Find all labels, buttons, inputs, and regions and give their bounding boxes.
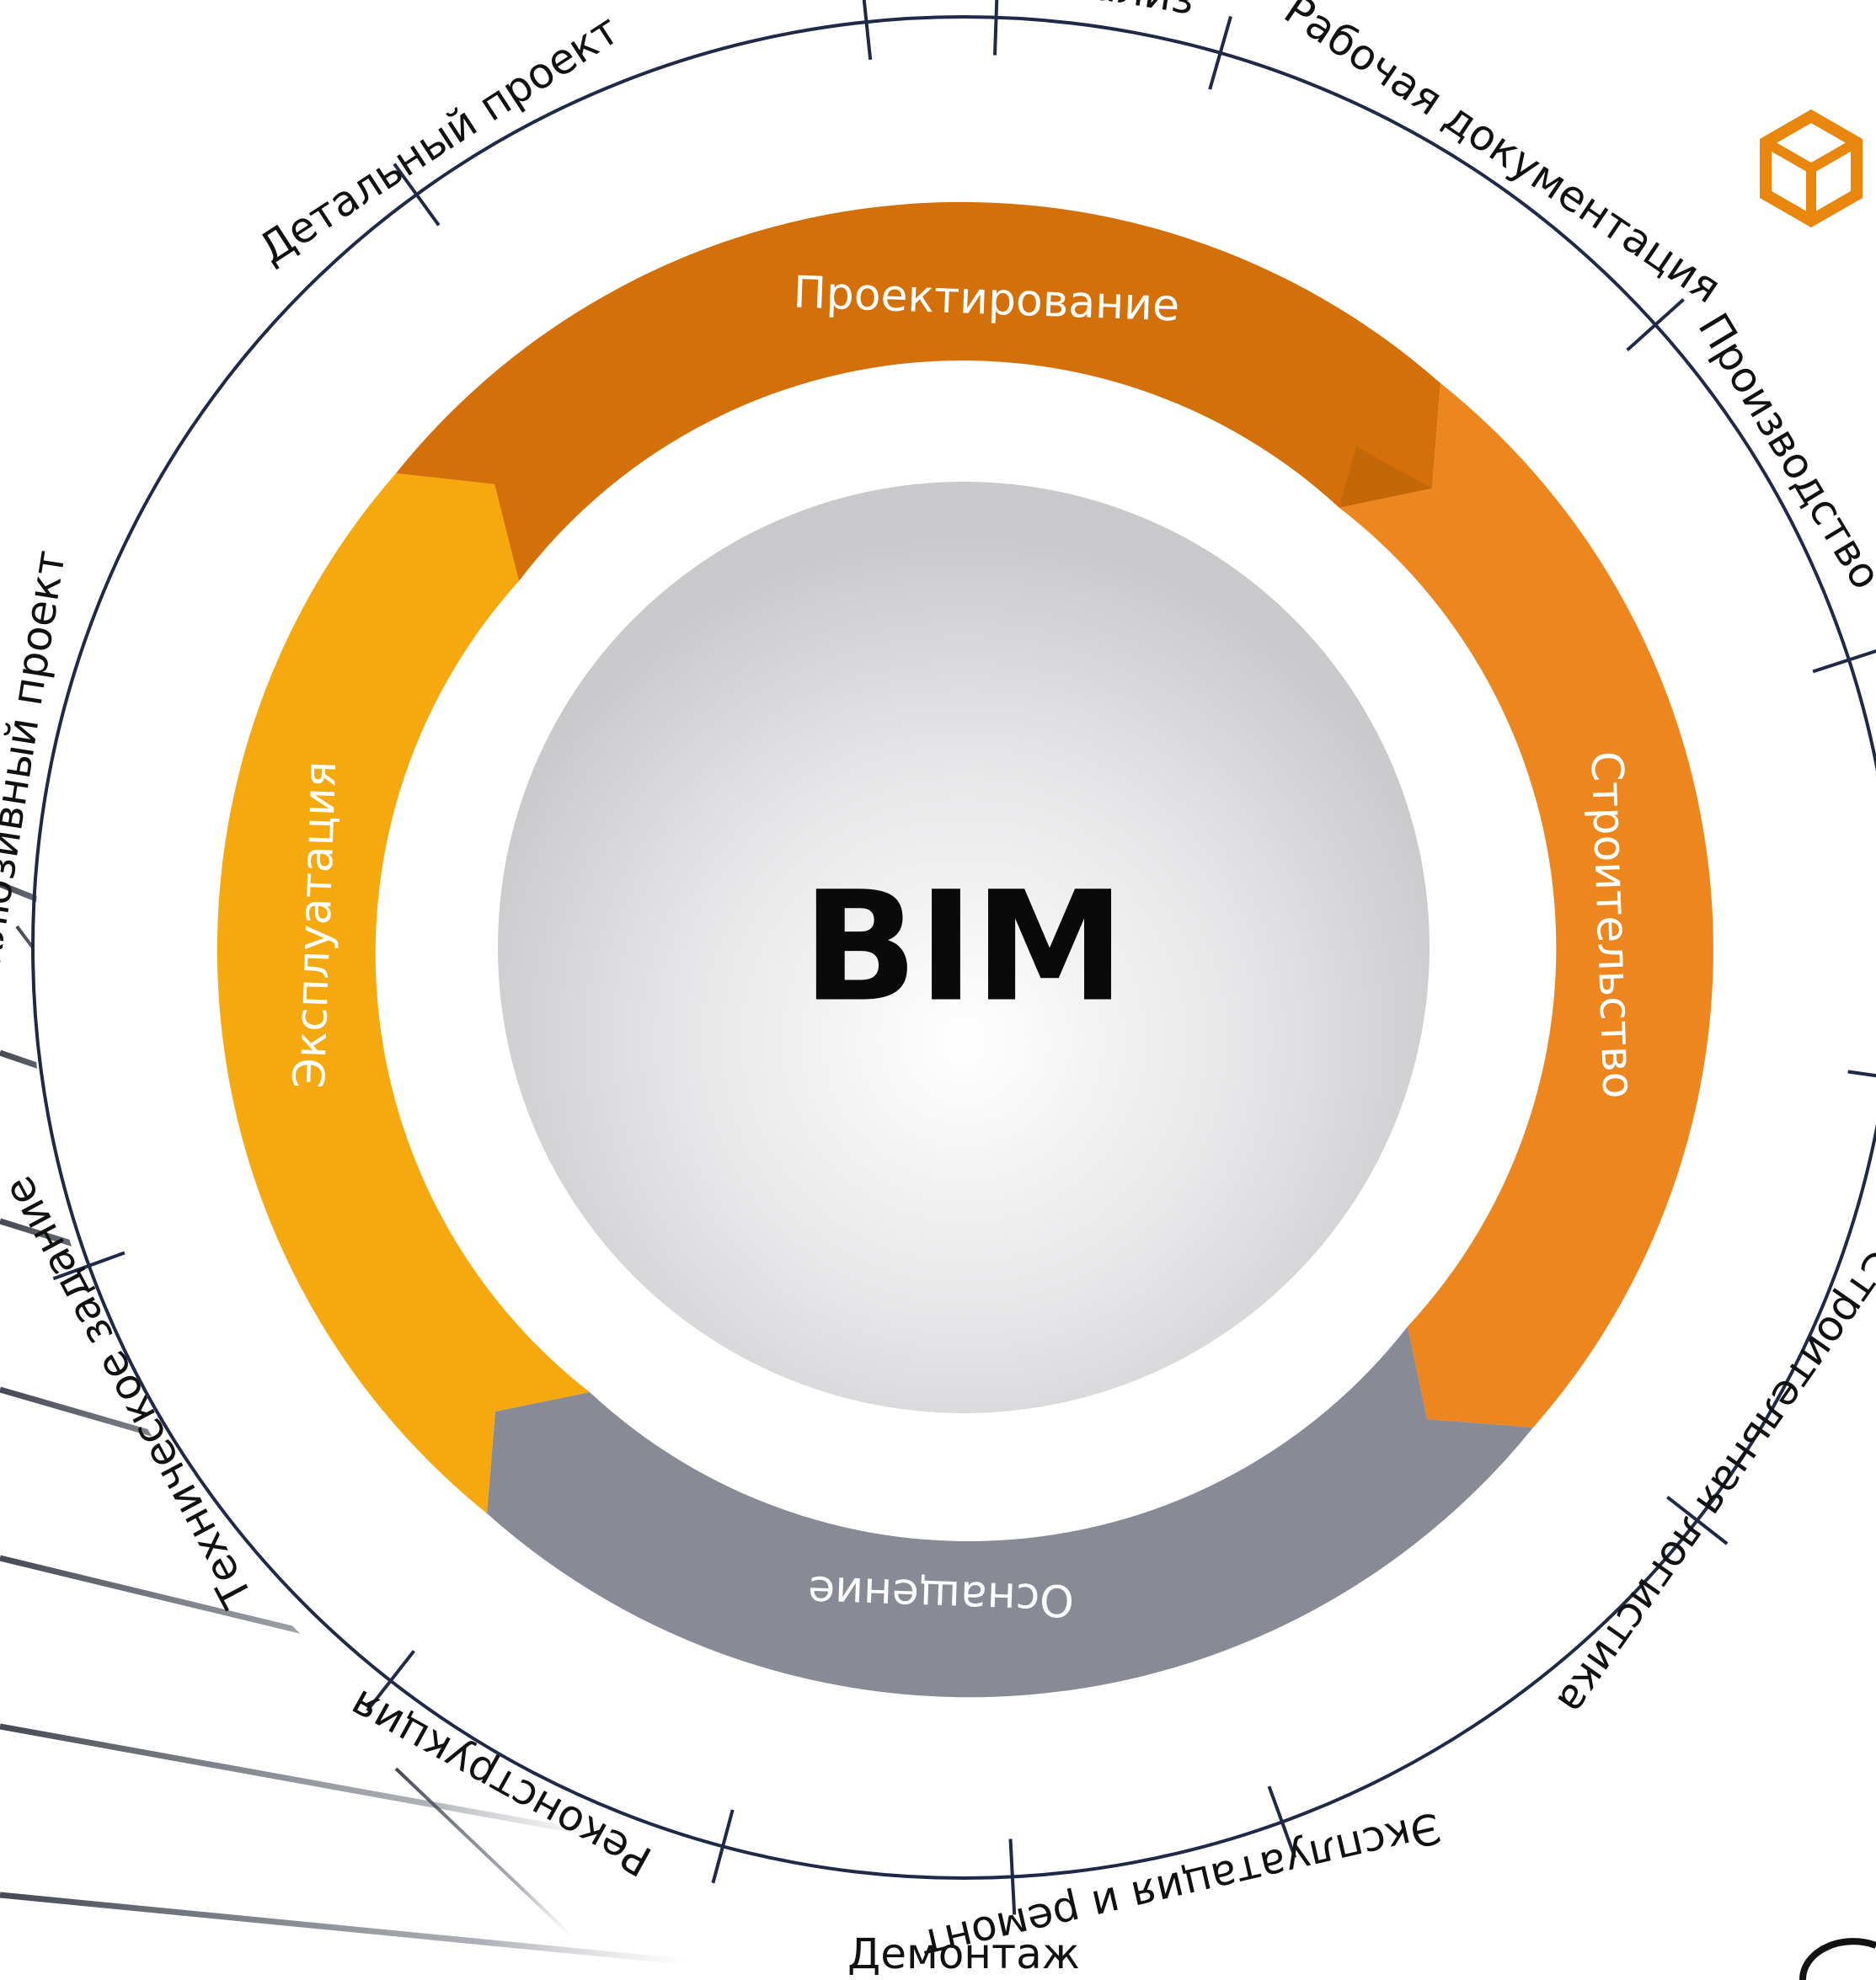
bim-title: BIM — [802, 860, 1125, 1036]
stage-separators — [52, 0, 1876, 1915]
phase-ring — [216, 201, 1713, 1698]
stage-label-demolition: Демонтаж — [847, 1929, 1080, 1978]
stage-label-technical-task: Техническое задание — [0, 1169, 262, 1616]
stage-separator — [1008, 1839, 1017, 1915]
stage-label-reconstruction: Реконструкция — [342, 1680, 660, 1886]
stage-separator — [862, 0, 873, 61]
phase-label-construction: Строительство — [1580, 750, 1643, 1100]
stage-separator — [1208, 15, 1232, 90]
stage-separator — [1847, 1070, 1876, 1078]
stage-separator — [993, 0, 999, 56]
phase-segment-construction — [1339, 383, 1713, 1428]
phase-segment-equipment — [487, 1326, 1533, 1698]
stage-label-detailed-project: Детальный проект — [250, 5, 628, 274]
stage-separator — [52, 1251, 126, 1281]
stage-separator — [366, 1650, 415, 1712]
outer-ring — [31, 15, 1876, 1880]
phase-label-equipment: Оснащение — [807, 1566, 1075, 1625]
stage-label-production: Производство — [1688, 305, 1876, 597]
phase-segment-design — [396, 201, 1440, 581]
stage-label-exclusive-project: Эксклюзивный проект — [0, 547, 75, 1047]
phase-labels: ПроектированиеСтроительствоОснащениеЭксп… — [285, 268, 1644, 1625]
partial-decoration — [1799, 1938, 1876, 1980]
stage-separator — [711, 1809, 735, 1884]
cube-logo-icon — [1760, 109, 1863, 228]
stage-separator — [1666, 1496, 1729, 1545]
stage-separator — [1812, 648, 1876, 674]
phase-segment-operation — [216, 473, 590, 1513]
phase-arrow-shadow — [1339, 446, 1432, 508]
stage-separator — [1267, 1785, 1297, 1859]
stage-label-working-docs: Рабочая документация — [1275, 0, 1729, 312]
stage-separator — [393, 163, 441, 227]
stage-separator — [1626, 298, 1685, 352]
bim-sphere — [498, 482, 1430, 1413]
phase-label-operation: Эксплуатация — [285, 761, 347, 1090]
